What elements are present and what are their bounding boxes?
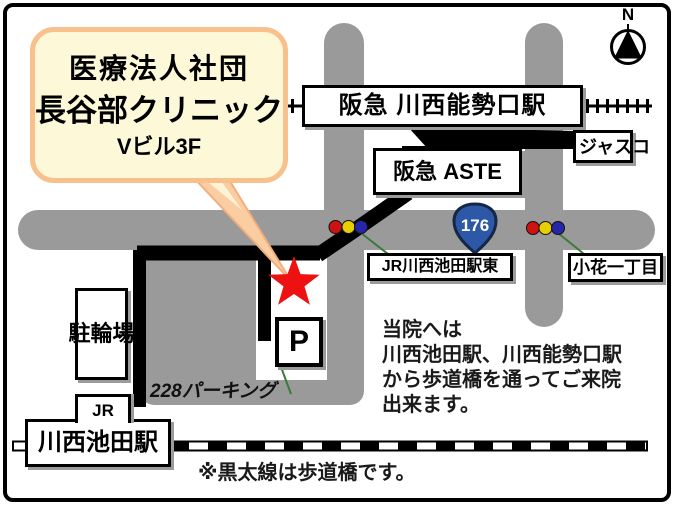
directions-line: 当院へは bbox=[382, 319, 462, 341]
directions-line: 出来ます。 bbox=[382, 394, 480, 416]
hankyu-aste-label: 阪急 ASTE bbox=[373, 148, 522, 195]
intersection-obana-label: 小花一丁目 bbox=[568, 253, 663, 282]
clinic-name: 長谷部クリニック bbox=[35, 93, 283, 128]
directions-text: 当院へは 川西池田駅、川西能勢口駅 から歩道橋を通ってご来院 出来ます。 bbox=[382, 318, 622, 418]
parking-name-label: 228パーキング bbox=[150, 381, 277, 402]
intersection-jr-east-label: JR川西池田駅東 bbox=[367, 253, 513, 281]
jr-station-prefix-label: JR bbox=[75, 394, 131, 423]
hankyu-railway-line bbox=[286, 99, 652, 113]
label-connector-lines bbox=[280, 232, 585, 395]
directions-line: 川西池田駅、川西能勢口駅 bbox=[382, 344, 622, 366]
bicycle-parking-label: 駐輪場 bbox=[69, 288, 135, 380]
parking-sign: P bbox=[275, 317, 323, 367]
traffic-light-icon-east bbox=[526, 221, 565, 235]
clinic-callout-bubble: 医療法人社団 長谷部クリニック Vビル3F bbox=[30, 27, 288, 183]
legend-note: ※黒太線は歩道橋です。 bbox=[198, 462, 416, 484]
route-176-badge: 176 bbox=[452, 202, 498, 255]
compass-n-label: N bbox=[621, 5, 635, 24]
clinic-location-star-icon bbox=[268, 256, 320, 305]
traffic-light-icon-west bbox=[328, 220, 368, 234]
road-vertical-east bbox=[525, 23, 563, 327]
directions-line: から歩道橋を通ってご来院 bbox=[382, 369, 621, 391]
hankyu-station-label: 阪急 川西能勢口駅 bbox=[302, 85, 583, 127]
clinic-floor: Vビル3F bbox=[116, 134, 202, 159]
jr-station-label: 川西池田駅 bbox=[25, 419, 171, 467]
north-arrow-icon bbox=[610, 24, 646, 65]
route-number: 176 bbox=[461, 216, 489, 235]
jusco-label: ジャスコ bbox=[573, 130, 650, 163]
clinic-org-name: 医療法人社団 bbox=[68, 53, 249, 84]
